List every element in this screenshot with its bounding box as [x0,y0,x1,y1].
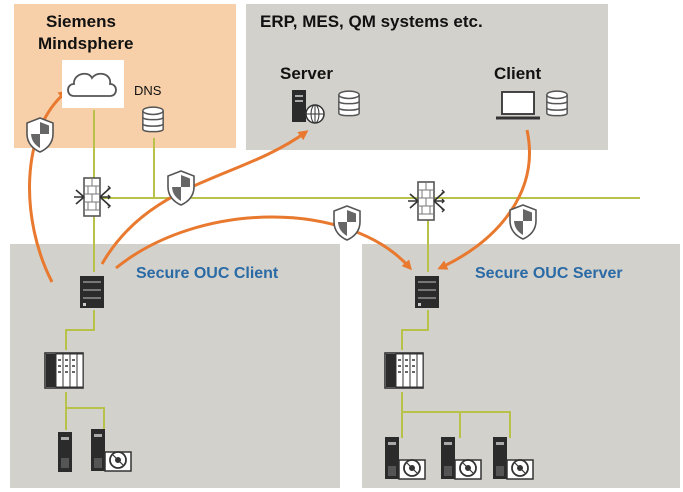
client-drive-icon [58,432,72,472]
erp-server-label: Server [280,64,333,83]
client-router-icon [80,276,104,308]
server-globe-icon [292,90,325,124]
firewall-icon-right [407,181,445,221]
erp-client-label: Client [494,64,542,83]
mindsphere-title-line2: Mindsphere [38,34,133,53]
laptop-icon [496,91,540,120]
shield-icon-erp [167,170,195,206]
server-zone-label: Secure OUC Server [475,265,623,282]
cloud-icon [62,60,124,108]
erp-title: ERP, MES, QM systems etc. [260,12,483,31]
dns-label: DNS [134,83,162,98]
mindsphere-title-line1: Siemens [46,12,116,31]
erp-server-database-icon [338,90,360,117]
shield-icon-ouc [333,205,361,241]
dns-database-icon [142,106,164,133]
firewall-icon-left [73,177,111,217]
erp-panel [246,4,608,150]
erp-client-database-icon [546,90,568,117]
shield-icon-client [509,204,537,240]
server-router-icon [415,276,439,308]
client-zone-label: Secure OUC Client [136,265,279,282]
client-plc-icon [44,352,84,389]
server-plc-icon [384,352,424,389]
